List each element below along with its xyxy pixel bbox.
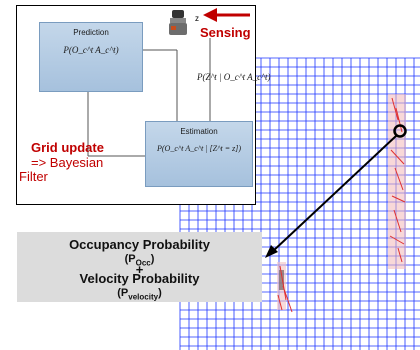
filter-label: Filter	[19, 169, 48, 184]
velocity-symbol-close: )	[158, 287, 162, 299]
velocity-symbol-open: (P	[117, 287, 129, 299]
occupancy-probability-label: Occupancy Probability	[69, 237, 210, 252]
grid-update-label: Grid update	[31, 140, 104, 155]
arrow-icon	[265, 245, 278, 258]
occupied-cells-right	[388, 94, 406, 269]
prediction-box: Prediction P(O_c^t A_c^t)	[39, 22, 143, 92]
estimation-box: Estimation P(O_c^t A_c^t | [Z^t = z])	[145, 121, 253, 187]
robot-sensor-icon	[169, 10, 187, 35]
prediction-title: Prediction	[73, 28, 109, 37]
result-arrow-line	[271, 135, 397, 253]
probability-output-box: Occupancy Probability (POcc) + Velocity …	[17, 232, 262, 302]
velocity-probability-label: Velocity Probability	[79, 271, 200, 286]
sensing-label: Sensing	[200, 25, 251, 40]
plus-sign: +	[135, 262, 144, 277]
occupancy-symbol-open: (P	[124, 253, 136, 265]
occupancy-symbol-close: )	[150, 253, 155, 265]
bayesian-filter-inset: Prediction P(O_c^t A_c^t) Estimation P(O…	[16, 5, 270, 205]
occupied-core-lower	[279, 270, 284, 290]
velocity-strokes	[277, 97, 406, 313]
occupancy-symbol: (POcc)	[17, 251, 262, 270]
prediction-formula: P(O_c^t A_c^t)	[63, 45, 119, 55]
velocity-symbol: (Pvelocity)	[17, 285, 262, 304]
sensor-model-formula: P(Z^t | O_c^t A_c^t)	[197, 72, 271, 82]
ring-marker	[393, 124, 407, 138]
measurement-z-label: z	[195, 14, 199, 23]
occupancy-symbol-sub: Occ	[135, 258, 151, 268]
estimation-formula: P(O_c^t A_c^t | [Z^t = z])	[156, 144, 241, 153]
velocity-symbol-sub: velocity	[128, 292, 159, 302]
estimation-title: Estimation	[180, 127, 218, 136]
bayesian-label: => Bayesian	[31, 155, 104, 170]
